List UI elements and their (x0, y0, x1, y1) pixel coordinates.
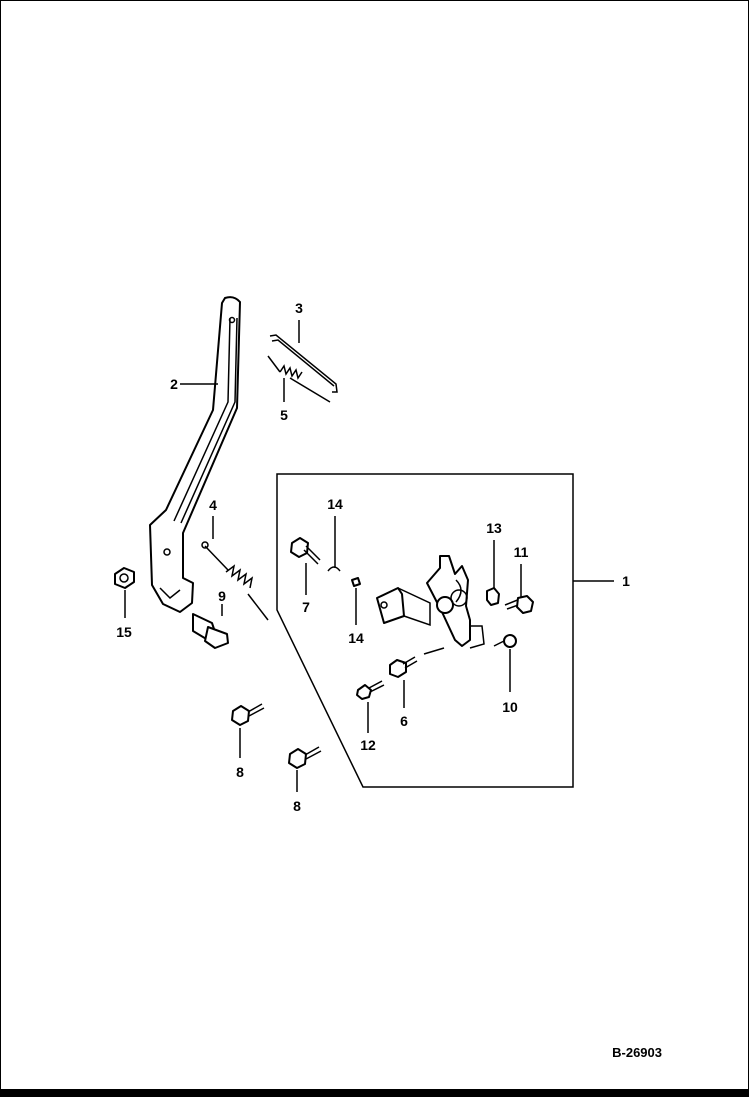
callout-14-upper: 14 (327, 496, 343, 512)
part-7-bolt (290, 537, 321, 565)
part-13-clip (486, 587, 500, 606)
callout-12: 12 (360, 737, 376, 753)
callout-8-upper: 8 (236, 764, 244, 780)
callout-10: 10 (502, 699, 518, 715)
part-2-throttle-lever (149, 296, 241, 613)
callout-14-lower: 14 (348, 630, 364, 646)
part-8-bolt-upper (231, 703, 265, 726)
part-4-spring (201, 541, 269, 621)
callout-11: 11 (514, 544, 529, 560)
callout-13: 13 (486, 520, 502, 536)
assembly-group-outline (276, 473, 574, 788)
callout-4: 4 (209, 497, 217, 513)
page-border-top (0, 0, 749, 1)
leader-lines (124, 320, 614, 792)
part-1-bracket-assembly (376, 555, 485, 649)
callout-7: 7 (302, 599, 310, 615)
part-14-clip-upper (327, 566, 341, 572)
callout-15: 15 (116, 624, 132, 640)
page-border-left (0, 0, 1, 1097)
part-10-washer (493, 634, 517, 648)
callout-8-lower: 8 (293, 798, 301, 814)
part-5-spring (267, 355, 331, 403)
callout-3: 3 (295, 300, 303, 316)
callout-2: 2 (170, 376, 178, 392)
page-border-bottom (0, 1089, 749, 1097)
drawing-reference-code: B-26903 (612, 1045, 662, 1060)
part-9-bolt (192, 613, 229, 649)
part-12-screw (356, 680, 385, 700)
callout-9: 9 (218, 588, 226, 604)
part-11-bolt (504, 595, 534, 614)
callout-1: 1 (622, 573, 630, 589)
part-6-pivot-bolt (389, 647, 445, 678)
callout-5: 5 (280, 407, 288, 423)
part-3-rod (269, 334, 338, 393)
part-15-nut (114, 567, 135, 589)
part-14-clip-lower (351, 577, 361, 587)
part-8-bolt-lower (288, 746, 322, 769)
callout-6: 6 (400, 713, 408, 729)
